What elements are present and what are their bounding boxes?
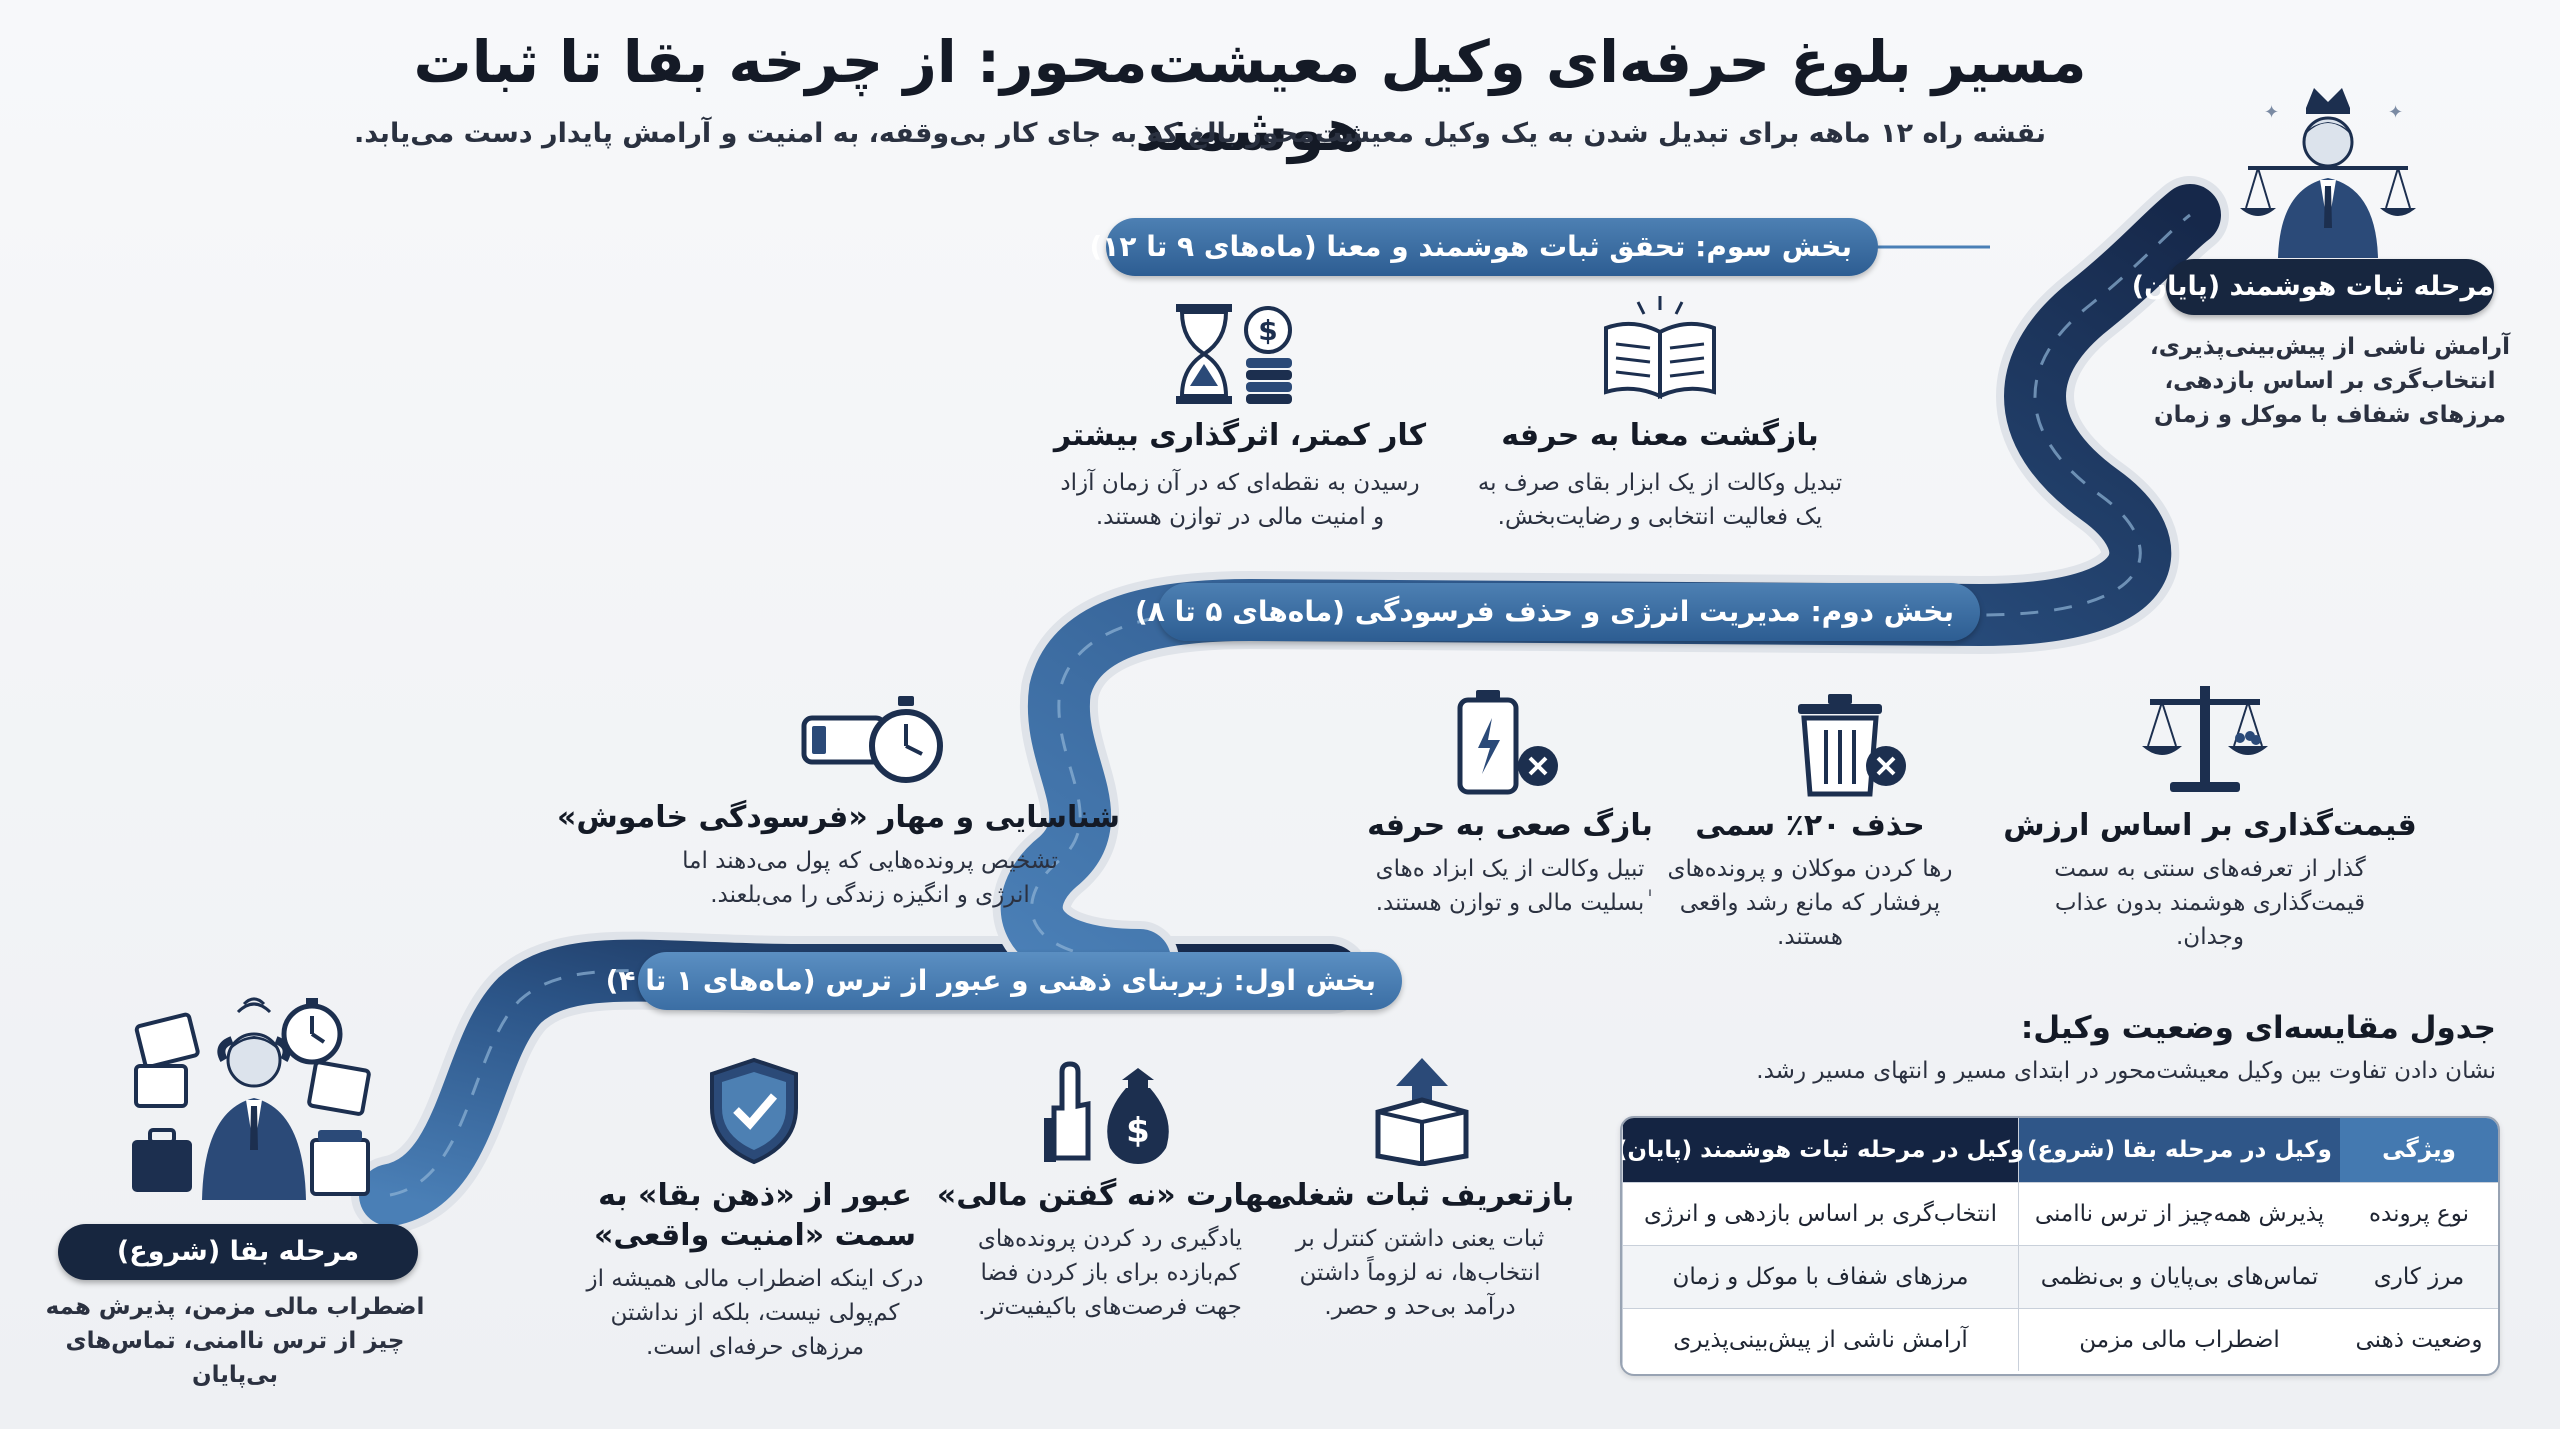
stage-start-label: مرحله بقا (شروع)	[58, 1224, 418, 1280]
table-cell: آرامش ناشی از پیش‌بینی‌پذیری	[1622, 1309, 2018, 1371]
comparison-table: ویژگی وکیل در مرحله بقا (شروع) وکیل در م…	[1620, 1116, 2500, 1376]
item-meaning-title: بازگشت معنا به حرفه	[1501, 418, 1819, 453]
item-say-no-desc-line: کم‌بازده برای باز کردن فضا	[980, 1260, 1240, 1286]
item-burnout-desc-line: انرژی و انگیزه زندگی را می‌بلعند.	[710, 882, 1030, 908]
svg-text:✦: ✦	[2388, 102, 2403, 123]
item-redefine-title: بازتعریف ثبات شغلی	[1265, 1178, 1575, 1213]
table-row: نوع پرونده پذیرش همه‌چیز از ترس ناامنی ا…	[1622, 1182, 2498, 1245]
item-cross-fear-desc-line: مرزهای حرفه‌ای است.	[645, 1334, 865, 1360]
table-cell: مرزهای شفاف با موکل و زمان	[1622, 1246, 2018, 1308]
item-meaning-desc-line: تبدیل وکالت از یک ابزار بقای صرف به	[1477, 470, 1843, 496]
trash-remove-icon	[1798, 694, 1906, 797]
item-remove20-desc-line: پرفشار که مانع رشد واقعی	[1679, 890, 1941, 916]
table-header-cell: وکیل در مرحله ثبات هوشمند (پایان)	[1622, 1118, 2024, 1182]
table-cell: انتخاب‌گری بر اساس بازدهی و انرژی	[1622, 1183, 2018, 1245]
item-say-no-desc: یادگیری رد کردن پرونده‌های کم‌بازده برای…	[900, 1222, 1320, 1324]
page-title: مسیر بلوغ حرفه‌ای وکیل معیشت‌محور: از چر…	[413, 28, 2087, 164]
stage-start-desc-line: اضطراب مالی مزمن، پذیرش همه	[45, 1294, 425, 1320]
item-less-work-title: کار کمتر، اثرگذاری بیشتر	[1053, 418, 1427, 453]
battery-low-icon	[1457, 690, 1558, 795]
table-cell: تماس‌های بی‌پایان و بی‌نظمی	[2018, 1246, 2340, 1308]
open-book-icon	[1604, 296, 1716, 400]
svg-text:$: $	[1126, 1111, 1150, 1151]
table-cell: نوع پرونده	[2368, 1201, 2470, 1227]
item-pricing-desc-line: وجدان.	[2176, 924, 2244, 950]
item-say-no-title: مهارت «نه گفتن مالی»	[936, 1178, 1284, 1213]
item-pricing-desc-line: قیمت‌گذاری هوشمند بدون عذاب	[2054, 890, 2366, 916]
stage-end-desc-line: انتخاب‌گری بر اساس بازدهی،	[2164, 368, 2496, 394]
item-cross-fear-desc-line: کم‌پولی نیست، بلکه از نداشتن	[610, 1300, 900, 1326]
table-header-cell: ویژگی	[2340, 1118, 2498, 1182]
svg-text:$: $	[1258, 314, 1277, 347]
item-burnout-desc-line: تشخیص پرونده‌هایی که پول می‌دهند اما	[682, 848, 1058, 874]
item-redefine-desc: ثبات یعنی داشتن کنترل بر انتخاب‌ها، نه ل…	[1240, 1222, 1600, 1324]
item-redefine-desc-line: انتخاب‌ها، نه لزوماً داشتن	[1299, 1260, 1541, 1286]
item-remove20-desc-line: هستند.	[1777, 924, 1843, 950]
page-subtitle: نقشه راه ۱۲ ماهه برای تبدیل شدن به یک وک…	[353, 118, 2047, 149]
item-cross-fear-desc: درک اینکه اضطراب مالی همیشه از کم‌پولی ن…	[560, 1262, 950, 1364]
item-meaning-desc-line: یک فعالیت انتخابی و رضایت‌بخش.	[1497, 504, 1823, 530]
item-return-effort-desc: تبیل وکالت از یک ابزاد ه‌های ٰبسلیت مالی…	[1330, 852, 1690, 920]
lawyer-crown-scales-icon: ✦ ✦	[2240, 88, 2416, 258]
stage-end-label: مرحله ثبات هوشمند (پایان)	[2132, 259, 2494, 315]
item-return-effort-title: بازگ صعی به حرفه	[1367, 808, 1653, 843]
table-header-cell: وکیل در مرحله بقا (شروع)	[2018, 1118, 2340, 1182]
item-less-work-desc-line: و امنیت مالی در توازن هستند.	[1095, 504, 1385, 530]
item-pricing-desc-line: گذار از تعرفه‌های سنتی به سمت	[2054, 856, 2366, 882]
table-header-row: ویژگی وکیل در مرحله بقا (شروع) وکیل در م…	[1622, 1118, 2498, 1182]
item-remove20-title: حذف ۲۰٪ سمی	[1695, 808, 1925, 843]
table-cell: اضطراب مالی مزمن	[2018, 1309, 2340, 1371]
section-banner-second: بخش دوم: مدیریت انرژی و حذف فرسودگی (ماه…	[1135, 583, 1980, 641]
item-say-no-desc-line: یادگیری رد کردن پرونده‌های	[977, 1226, 1243, 1252]
table-cell: مرز کاری	[2373, 1264, 2465, 1290]
battery-stopwatch-icon	[801, 696, 943, 783]
box-arrow-up-icon	[1375, 1058, 1469, 1166]
item-redefine-desc-line: ثبات یعنی داشتن کنترل بر	[1295, 1226, 1545, 1252]
table-heading: جدول مقایسه‌ای وضعیت وکیل:	[2020, 1010, 2496, 1046]
section-banner-third: بخش سوم: تحقق ثبات هوشمند و معنا (ماه‌ها…	[1090, 218, 1878, 276]
table-subheading: نشان دادن تفاوت بین وکیل معیشت‌محور در ا…	[1756, 1058, 2496, 1084]
item-burnout-title: شناسایی و مهار «فرسودگی خاموش»	[557, 800, 1120, 835]
scales-of-justice-icon	[2142, 686, 2268, 792]
item-cross-fear-title: عبور از «ذهن بقا» به سمت «امنیت واقعی»	[594, 1178, 916, 1253]
item-pricing-desc: گذار از تعرفه‌های سنتی به سمت قیمت‌گذاری…	[1990, 852, 2430, 954]
item-cross-fear-desc-line: درک اینکه اضطراب مالی همیشه از	[586, 1266, 924, 1292]
item-redefine-desc-line: درآمد بی‌حد و حصر.	[1324, 1294, 1516, 1320]
section-banner-first: بخش اول: زیربنای ذهنی و عبور از ترس (ماه…	[606, 952, 1402, 1010]
svg-text:✦: ✦	[2264, 102, 2279, 123]
shield-check-icon	[710, 1057, 798, 1165]
stressed-lawyer-icon	[132, 997, 371, 1200]
item-remove20-desc: رها کردن موکلان و پرونده‌های پرفشار که م…	[1620, 852, 2000, 954]
item-remove20-desc-line: رها کردن موکلان و پرونده‌های	[1667, 856, 1953, 882]
item-meaning-desc: تبدیل وکالت از یک ابزار بقای صرف به یک ف…	[1420, 466, 1900, 534]
item-say-no-desc-line: جهت فرصت‌های باکیفیت‌تر.	[978, 1294, 1242, 1320]
item-return-effort-desc-line: ٰبسلیت مالی و توازن هستند.	[1375, 890, 1645, 916]
stage-end-desc-line: مرزهای شفاف با موکل و زمان	[2154, 402, 2506, 428]
hand-stop-moneybag-icon: $	[1044, 1061, 1169, 1164]
item-less-work-desc: رسیدن به نقطه‌ای که در آن زمان آزاد و ام…	[1000, 466, 1480, 534]
item-less-work-desc-line: رسیدن به نقطه‌ای که در آن زمان آزاد	[1060, 470, 1420, 496]
table-row: وضعیت ذهنی اضطراب مالی مزمن آرامش ناشی ا…	[1622, 1308, 2498, 1371]
item-pricing-title: قیمت‌گذاری بر اساس ارزش	[2003, 808, 2417, 843]
table-cell: وضعیت ذهنی	[2355, 1327, 2483, 1353]
stage-start-desc-line: چیز از ترس ناامنی، تماس‌های بی‌پایان	[65, 1328, 405, 1388]
hourglass-coins-icon: $	[1176, 304, 1292, 404]
item-return-effort-desc-line: تبیل وکالت از یک ابزاد ه‌های	[1375, 856, 1645, 882]
item-burnout-desc: تشخیص پرونده‌هایی که پول می‌دهند اما انر…	[620, 844, 1120, 912]
table-cell: پذیرش همه‌چیز از ترس ناامنی	[2018, 1183, 2340, 1245]
stage-end-desc: آرامش ناشی از پیش‌بینی‌پذیری، انتخاب‌گری…	[2150, 330, 2510, 432]
stage-start-desc: اضطراب مالی مزمن، پذیرش همه چیز از ترس ن…	[20, 1290, 450, 1392]
table-row: مرز کاری تماس‌های بی‌پایان و بی‌نظمی مرز…	[1622, 1245, 2498, 1308]
stage-end-desc-line: آرامش ناشی از پیش‌بینی‌پذیری،	[2150, 334, 2510, 360]
